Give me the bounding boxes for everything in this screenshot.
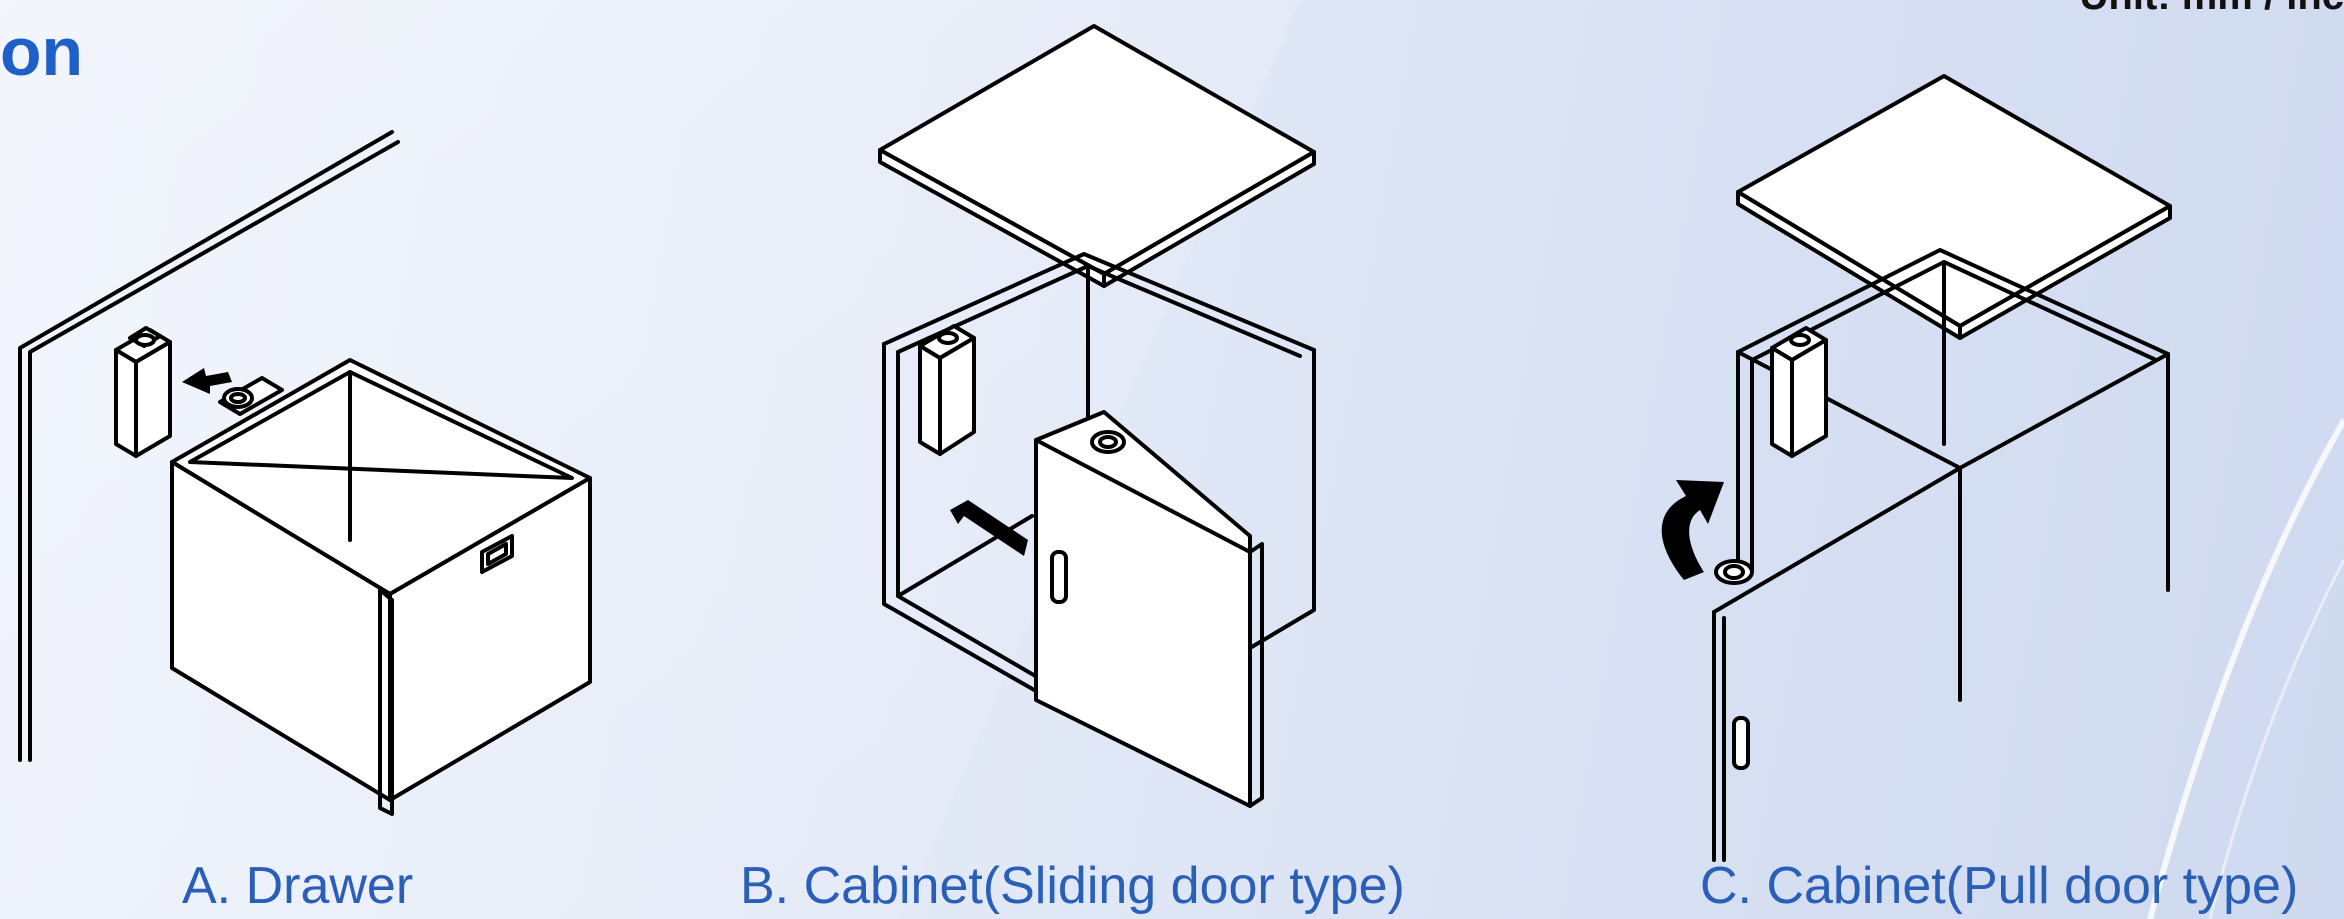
- top-panel: [878, 24, 1316, 288]
- diagram-cabinet-pull: [1661, 74, 2172, 862]
- curved-arrow-icon: [1661, 480, 1724, 580]
- caption-cabinet-pull: C. Cabinet(Pull door type): [1700, 857, 2299, 915]
- arrow-icon: [182, 368, 232, 394]
- wall-panel: [18, 130, 400, 762]
- unit-label: Unit: mm / inc: [2080, 0, 2344, 16]
- caption-drawer: A. Drawer: [182, 857, 414, 915]
- drawer-box: [170, 358, 592, 816]
- pull-door: [1712, 466, 1962, 862]
- lock-unit: [918, 324, 976, 456]
- sliding-door: [1034, 410, 1264, 808]
- caption-cabinet-sliding: B. Cabinet(Sliding door type): [740, 857, 1405, 915]
- diagram-cabinet-sliding: [878, 24, 1316, 808]
- lock-unit: [114, 326, 172, 458]
- diagram-drawer: [18, 130, 592, 816]
- lock-unit: [1770, 326, 1828, 458]
- section-heading: on: [0, 14, 84, 90]
- top-panel: [1736, 74, 2172, 340]
- arrow-icon: [950, 500, 1028, 556]
